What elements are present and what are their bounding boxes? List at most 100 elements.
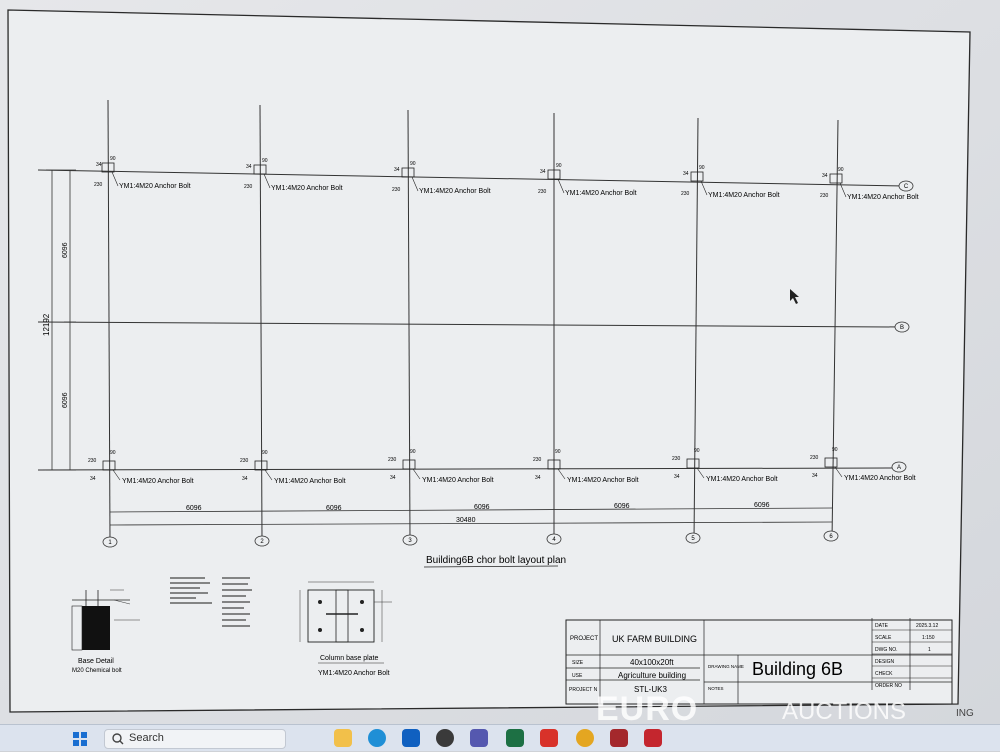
outlook-button[interactable] <box>402 729 420 747</box>
svg-text:230: 230 <box>538 189 547 195</box>
watermark-corner-text: ING <box>956 708 974 719</box>
title-dwg-no-value: 1 <box>928 647 931 653</box>
grid-col-bubble-5: 5 <box>685 532 701 544</box>
file-explorer-button[interactable] <box>334 729 352 747</box>
base-detail-title: Base Detail <box>78 658 114 665</box>
chrome-button[interactable] <box>576 729 594 747</box>
taskbar: Search <box>0 724 1000 751</box>
title-project-no-value: STL-UK3 <box>634 685 667 694</box>
svg-text:YM1:4M20 Anchor Bolt: YM1:4M20 Anchor Bolt <box>271 185 343 192</box>
start-button[interactable] <box>70 729 90 747</box>
svg-text:230: 230 <box>810 455 819 461</box>
total-width-dim: 12192 <box>42 313 51 336</box>
anchor-bolt-c3: 90 34 230 YM1:4M20 Anchor Bolt <box>392 161 491 195</box>
dim-line-bays-bottom <box>109 507 833 513</box>
svg-text:6: 6 <box>829 534 833 540</box>
base-detail-subtitle: M20 Chemical bolt <box>72 668 122 674</box>
title-check-label: CHECK <box>875 671 893 677</box>
pdf-reader-button[interactable] <box>644 729 662 747</box>
svg-text:34: 34 <box>812 473 818 479</box>
svg-text:34: 34 <box>683 171 689 177</box>
anchor-bolt-a5: 90 230 34 YM1:4M20 Anchor Bolt <box>672 448 778 483</box>
svg-text:34: 34 <box>390 475 396 481</box>
monitor-screen: C B A 1 2 3 4 <box>0 0 1000 724</box>
svg-text:90: 90 <box>110 450 116 456</box>
grid-col-bubble-4: 4 <box>546 533 562 545</box>
bay-dim-5: 6096 <box>754 502 770 509</box>
excel-button[interactable] <box>506 729 524 747</box>
svg-text:90: 90 <box>699 165 705 171</box>
svg-text:230: 230 <box>533 457 542 463</box>
edge-browser-button[interactable] <box>368 729 386 747</box>
svg-text:YM1:4M20 Anchor Bolt: YM1:4M20 Anchor Bolt <box>565 190 637 197</box>
svg-text:34: 34 <box>242 476 248 482</box>
svg-text:1: 1 <box>108 540 112 546</box>
grid-line-6 <box>831 119 839 541</box>
grid-line-3 <box>407 109 411 541</box>
svg-text:90: 90 <box>410 161 416 167</box>
svg-text:230: 230 <box>672 456 681 462</box>
drawing-sheet: C B A 1 2 3 4 <box>0 0 1000 724</box>
anchor-bolt-a3: 90 230 34 YM1:4M20 Anchor Bolt <box>388 449 494 484</box>
svg-text:34: 34 <box>822 173 828 179</box>
svg-text:YM1:4M20 Anchor Bolt: YM1:4M20 Anchor Bolt <box>119 183 191 190</box>
anchor-bolt-a4: 90 230 34 YM1:4M20 Anchor Bolt <box>533 449 639 484</box>
title-scale-value: 1:150 <box>922 635 935 641</box>
svg-text:34: 34 <box>674 474 680 480</box>
grid-row-bubble-b: B <box>894 321 910 333</box>
column-base-plate-drawing <box>299 581 392 643</box>
title-drawing-name-label: DRAWING NAME <box>708 664 744 669</box>
svg-text:230: 230 <box>681 191 690 197</box>
watermark-brand-a: EURO <box>596 690 699 728</box>
plan-title: Building6B chor bolt layout plan <box>426 555 566 566</box>
grid-line-5 <box>693 117 699 541</box>
svg-text:34: 34 <box>535 475 541 481</box>
base-detail-drawing <box>71 589 140 651</box>
teams-button[interactable] <box>470 729 488 747</box>
search-label: Search <box>129 732 164 744</box>
title-size-value: 40x100x20ft <box>630 658 674 667</box>
title-use-value: Agriculture building <box>618 671 686 680</box>
bay-dim-3: 6096 <box>474 504 490 511</box>
svg-text:90: 90 <box>556 163 562 169</box>
dim-line-total-length <box>109 521 833 526</box>
anchor-bolt-c2: 90 34 230 YM1:4M20 Anchor Bolt <box>244 158 343 192</box>
column-base-title: Column base plate <box>320 655 378 662</box>
search-box[interactable]: Search <box>104 729 286 749</box>
svg-text:90: 90 <box>555 449 561 455</box>
watermark-brand-b: AUCTIONS <box>782 698 907 725</box>
svg-text:90: 90 <box>694 448 700 454</box>
svg-text:YM1:4M20 Anchor Bolt: YM1:4M20 Anchor Bolt <box>708 192 780 199</box>
ea-app-button[interactable] <box>540 729 558 747</box>
svg-text:2: 2 <box>260 539 264 545</box>
bay-dim-4: 6096 <box>614 503 630 510</box>
svg-text:34: 34 <box>394 167 400 173</box>
drawing-border <box>7 9 971 713</box>
anchor-bolt-c6: 90 34 230 YM1:4M20 Anchor Bolt <box>820 167 919 201</box>
svg-text:34: 34 <box>540 169 546 175</box>
grid-col-bubble-1: 1 <box>102 536 118 548</box>
mouse-cursor-icon <box>790 289 799 304</box>
svg-text:90: 90 <box>838 167 844 173</box>
grid-row-bubble-c: C <box>898 180 914 192</box>
grid-col-bubble-3: 3 <box>402 534 418 546</box>
access-button[interactable] <box>610 729 628 747</box>
title-project-value: UK FARM BUILDING <box>612 634 697 644</box>
svg-text:34: 34 <box>96 162 102 168</box>
whatsapp-button[interactable] <box>436 729 454 747</box>
bay-dim-1: 6096 <box>186 505 202 512</box>
svg-text:90: 90 <box>262 450 268 456</box>
svg-text:230: 230 <box>392 187 401 193</box>
grid-line-c <box>37 169 906 187</box>
title-use-label: USE <box>572 673 583 679</box>
title-notes-label: NOTES <box>708 686 724 691</box>
svg-text:230: 230 <box>388 457 397 463</box>
grid-line-2 <box>259 104 263 541</box>
column-base-subtitle: YM1:4M20 Anchor Bolt <box>318 670 390 677</box>
svg-text:B: B <box>900 325 904 331</box>
svg-text:YM1:4M20 Anchor Bolt: YM1:4M20 Anchor Bolt <box>847 194 919 201</box>
grid-line-b <box>37 321 901 328</box>
notes-illegible-lines <box>170 577 252 627</box>
anchor-bolt-a6: 90 230 34 YM1:4M20 Anchor Bolt <box>810 447 916 482</box>
title-design-label: DESIGN <box>875 659 895 665</box>
